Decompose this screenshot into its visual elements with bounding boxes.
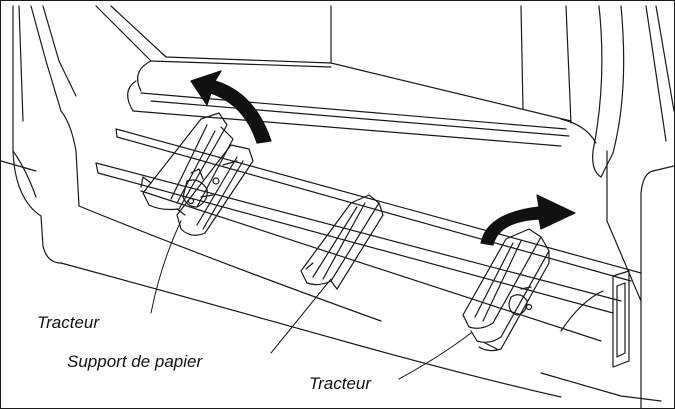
rotate-arrow-right: [480, 194, 576, 246]
platen-roller: [127, 80, 570, 147]
tractor-right-label: Tracteur: [309, 374, 372, 393]
printer-base: [60, 150, 662, 402]
paper-support-label: Support de papier: [67, 352, 203, 371]
tractor-right: [462, 228, 550, 352]
rotate-arrow-left: [190, 70, 272, 144]
leader-paper-support: [270, 278, 332, 354]
printer-housing-right: [560, 165, 674, 408]
printer-cover: [95, 5, 674, 178]
leader-tractor-left: [150, 220, 182, 314]
tractor-left: [140, 112, 254, 236]
tractor-left-label: Tracteur: [37, 313, 100, 332]
leader-lines: [150, 220, 472, 380]
tractor-rails: [95, 128, 642, 342]
printer-housing-left: [1, 5, 80, 264]
paper-support: [300, 194, 384, 290]
leader-tractor-right: [398, 332, 472, 380]
